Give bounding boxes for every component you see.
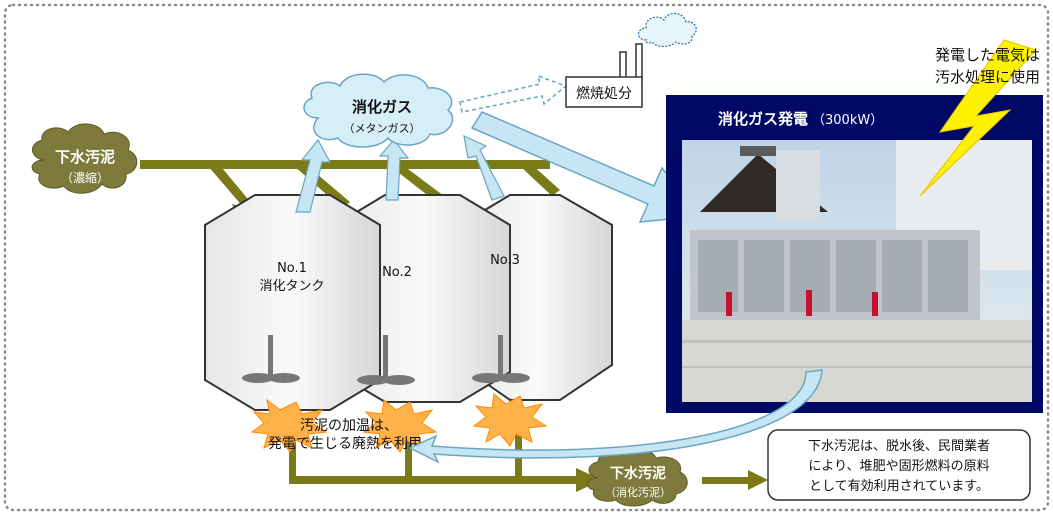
sludge-in-subtitle: （濃縮）	[61, 170, 109, 185]
tank-2-number: No.2	[382, 265, 412, 280]
heat-bursts	[250, 393, 548, 453]
incineration-label: 燃焼処分	[576, 85, 632, 102]
mixer-2	[357, 335, 415, 385]
power-panel	[666, 95, 1043, 413]
waste-heat-return-arrow	[408, 369, 823, 464]
mixer-3	[472, 335, 530, 383]
mixer-1	[242, 335, 300, 383]
generator-photo	[682, 140, 1032, 402]
tank-1-number: No.1	[277, 261, 307, 276]
gas-cloud-subtitle: （メタンガス）	[344, 122, 421, 135]
tank-1-name: 消化タンク	[259, 279, 324, 294]
lightning-bolt	[919, 39, 1037, 197]
sludge-in-title: 下水汚泥	[55, 148, 115, 166]
incinerator	[565, 12, 697, 108]
gas-rise-arrows	[295, 134, 505, 213]
power-panel-title: 消化ガス発電	[718, 110, 808, 128]
outer-dotted-border	[3, 3, 1050, 512]
lightning-note-line1: 発電した電気は	[935, 46, 1040, 64]
reuse-note-line2: により、堆肥や固形燃料の原料	[808, 458, 989, 474]
heating-note-line1: 汚泥の加温は、	[300, 418, 398, 434]
gas-cloud	[303, 73, 454, 148]
sludge-in-cloud	[31, 123, 138, 194]
reuse-note-line1: 下水汚泥は、脱水後、民間業者	[808, 438, 990, 454]
sludge-out-title: 下水汚泥	[610, 465, 666, 482]
reuse-note-line3: として有効利用されています。	[809, 479, 989, 494]
gas-cloud-title: 消化ガス	[352, 98, 412, 116]
power-panel-capacity: （300kW）	[812, 113, 883, 128]
tank-3-number: No.3	[490, 253, 520, 268]
heating-note-line2: 発電で生じる廃熱を利用	[268, 435, 422, 452]
lightning-note-line2: 汚水処理に使用	[935, 68, 1040, 86]
sludge-out-subtitle: （消化汚泥）	[605, 485, 671, 499]
sludge-discharge-arrows	[289, 415, 768, 492]
reuse-note-box	[767, 429, 1031, 501]
incineration-arrow	[459, 74, 568, 113]
